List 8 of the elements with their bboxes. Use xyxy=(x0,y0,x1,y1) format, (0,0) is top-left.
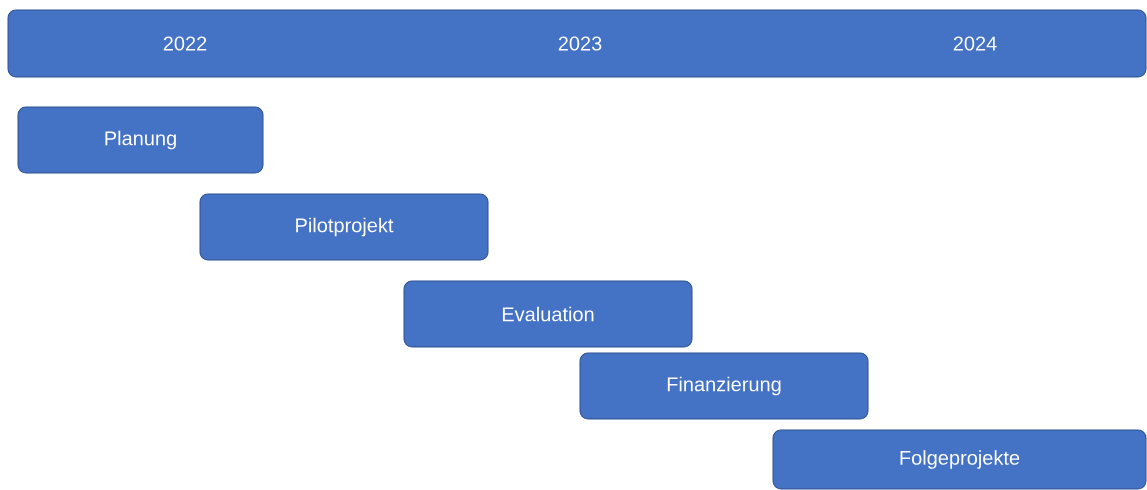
task-bar: Planung xyxy=(17,106,264,174)
task-bar: Pilotprojekt xyxy=(199,193,489,261)
task-bar: Evaluation xyxy=(403,280,693,348)
task-bar: Folgeprojekte xyxy=(772,429,1147,490)
year-label: 2024 xyxy=(953,36,997,51)
task-bar: Finanzierung xyxy=(579,352,869,420)
year-label: 2023 xyxy=(558,36,602,51)
year-label: 2022 xyxy=(163,36,207,51)
